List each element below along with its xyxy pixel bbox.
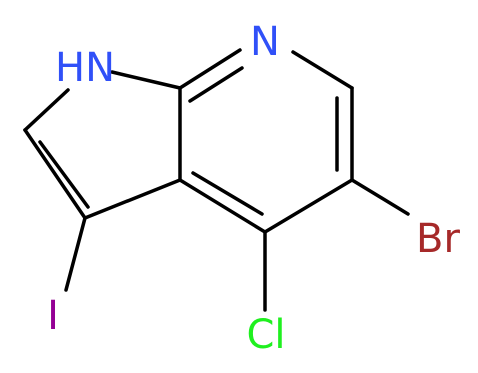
bond-n7-c6	[291, 50, 354, 90]
atom-label-cl: Cl	[246, 312, 285, 358]
atom-label-br: Br	[416, 216, 460, 262]
bond-n1-c7a	[110, 70, 182, 90]
bond-c5-c4	[263, 178, 354, 234]
bond-n1-c2	[23, 88, 70, 132]
bond-c4-c3a-inner	[191, 171, 264, 216]
atom-label-n1h: HN	[55, 45, 115, 91]
bond-c3-c3a	[83, 178, 182, 220]
bond-c2-c3-inner	[38, 140, 90, 209]
bonds	[23, 48, 410, 312]
atom-labels: HN N Br Cl I	[47, 19, 460, 358]
bond-c7a-n7	[178, 48, 242, 90]
atom-label-n7: N	[250, 19, 280, 65]
bond-c7a-n7-inner	[188, 66, 244, 103]
bond-c4-c3a	[178, 178, 267, 234]
atom-label-i: I	[47, 293, 59, 339]
bond-c5-br	[350, 178, 410, 216]
bond-c2-c3	[23, 128, 87, 220]
bond-c3-i	[64, 216, 87, 292]
